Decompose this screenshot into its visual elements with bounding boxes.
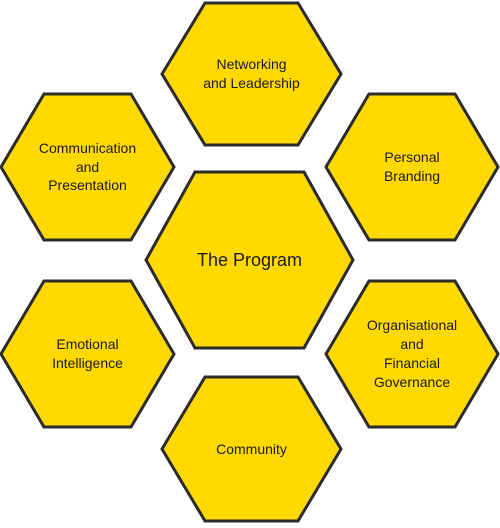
hex-center (144, 170, 355, 350)
hex-bottom (160, 375, 343, 523)
hex-top (160, 1, 343, 147)
hex-lower-left (0, 279, 176, 429)
emotional-intelligence-label: Emotional Intelligence (52, 336, 123, 371)
personal-branding-label: Personal Branding (383, 149, 441, 184)
the-program-label: The Program (196, 249, 303, 270)
hex-upper-right (324, 92, 500, 242)
organisational-financial-governance-label: Organisational and Financial Governance (366, 317, 458, 390)
community-label: Community (216, 440, 287, 457)
communication-presentation-label: Communication and Presentation (38, 139, 137, 194)
hex-upper-left (0, 92, 176, 242)
networking-leadership-label: Networking and Leadership (203, 56, 300, 91)
hex-lower-right (324, 279, 500, 429)
